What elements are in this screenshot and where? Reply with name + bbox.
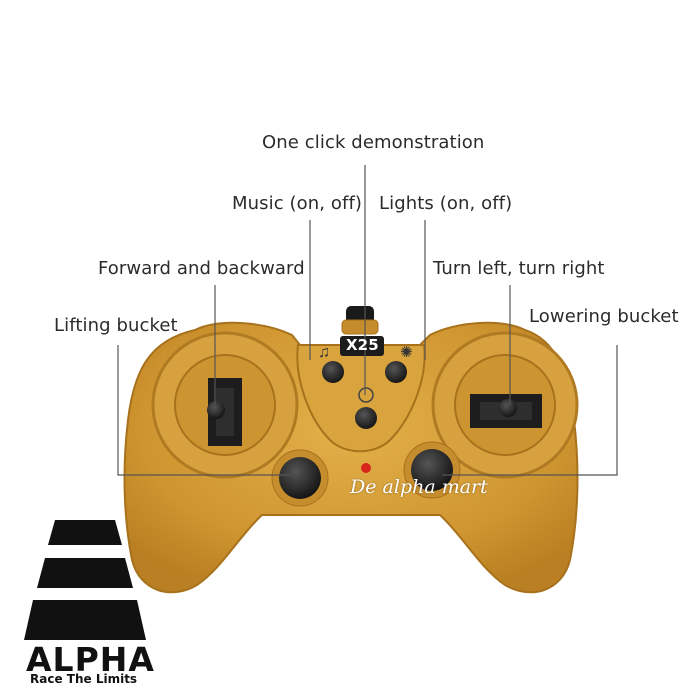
- model-label: X25: [346, 336, 379, 354]
- label-lowering-bucket: Lowering bucket: [529, 306, 679, 327]
- label-forward-backward: Forward and backward: [98, 258, 305, 279]
- brand-tagline: Race The Limits: [30, 672, 138, 686]
- lifting-bucket-button[interactable]: [271, 449, 329, 507]
- music-button[interactable]: [322, 361, 344, 383]
- lowering-bucket-button[interactable]: [403, 441, 461, 499]
- music-note-icon: ♫: [318, 344, 330, 361]
- power-led: [361, 463, 371, 473]
- lights-button[interactable]: [385, 361, 407, 383]
- watermark-text: De alpha mart: [350, 476, 488, 498]
- demo-knob[interactable]: [341, 306, 379, 335]
- label-music: Music (on, off): [232, 193, 363, 214]
- light-bulb-icon: ✺: [400, 344, 413, 361]
- demo-button[interactable]: [355, 407, 377, 429]
- left-stick[interactable]: [207, 378, 242, 446]
- alpha-logo-icon: [24, 520, 146, 640]
- label-lights: Lights (on, off): [379, 193, 513, 214]
- label-one-click-demo: One click demonstration: [262, 132, 485, 153]
- callout-lines: [117, 165, 618, 476]
- label-turn: Turn left, turn right: [433, 258, 605, 279]
- label-lifting-bucket: Lifting bucket: [54, 315, 178, 336]
- brand-name: ALPHA: [26, 640, 155, 679]
- right-stick[interactable]: [470, 394, 542, 428]
- speaker-icon: [358, 387, 374, 403]
- model-plate: [340, 336, 384, 356]
